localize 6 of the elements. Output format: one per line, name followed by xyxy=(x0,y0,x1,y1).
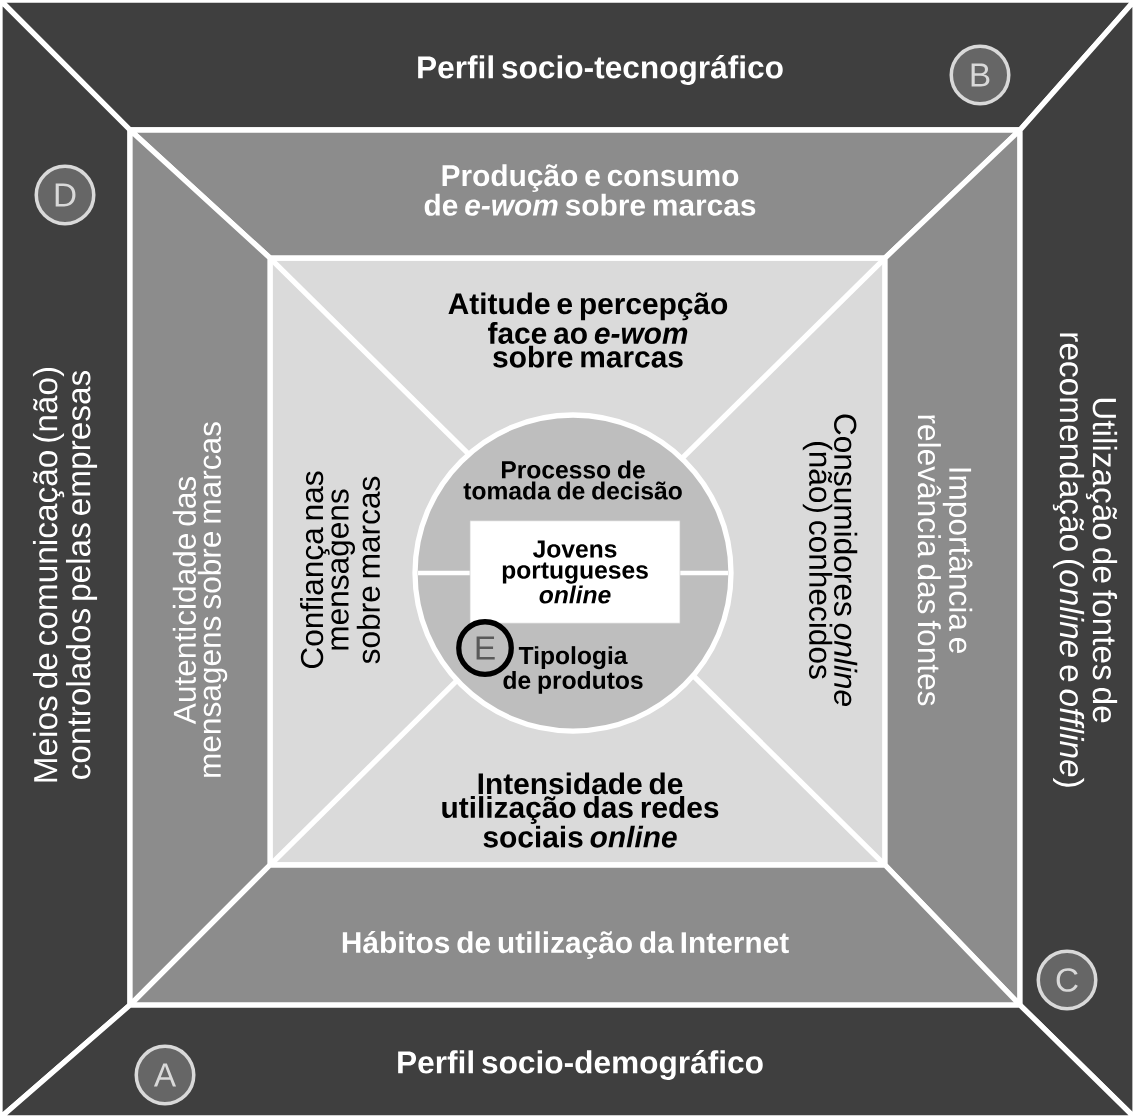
text-box: Jovens portugueses online xyxy=(469,520,681,624)
band-label: Confiança nas mensagens sobre marcas xyxy=(300,471,380,669)
band: Importância e relevância das fontes xyxy=(882,127,1023,1008)
band: Autenticidade das mensagens sobre marcas xyxy=(127,127,273,1008)
band-label: Atitude e percepção face ao e-wom sobre marcas xyxy=(448,292,728,368)
band-label: Intensidade de utilização das redes sociais online xyxy=(442,772,719,848)
